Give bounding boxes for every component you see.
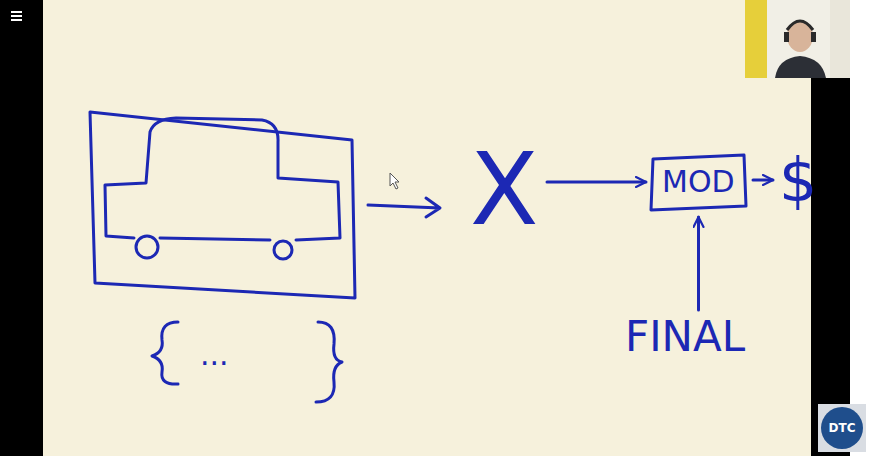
ellipsis-text: ... [200, 340, 229, 370]
car-outline [105, 118, 340, 240]
node-text: $ [779, 150, 817, 210]
arrow [547, 181, 646, 184]
node-text: X [470, 140, 539, 240]
picture-frame [90, 112, 355, 298]
big-letter: X [470, 140, 539, 240]
logo-text: DTC [829, 422, 856, 434]
node-text: FINAL [625, 316, 745, 358]
channel-logo [818, 404, 866, 452]
menu-icon [11, 12, 22, 20]
arrow [753, 179, 773, 182]
arrow [368, 198, 440, 217]
car-wheel [136, 236, 158, 258]
webcam-view [745, 0, 850, 78]
video-frame [0, 0, 850, 456]
note-text: FINAL [625, 316, 746, 358]
box-border [651, 155, 746, 210]
whiteboard [43, 0, 811, 456]
car-picture [90, 112, 440, 402]
dollar-sign: $ [779, 150, 818, 210]
brace [316, 322, 342, 402]
node-text: MOD [662, 167, 735, 197]
mouse-cursor [390, 173, 399, 189]
model-box: MOD [652, 157, 745, 207]
car-wheel [274, 241, 292, 259]
arrow [697, 217, 700, 310]
brace [152, 322, 178, 384]
